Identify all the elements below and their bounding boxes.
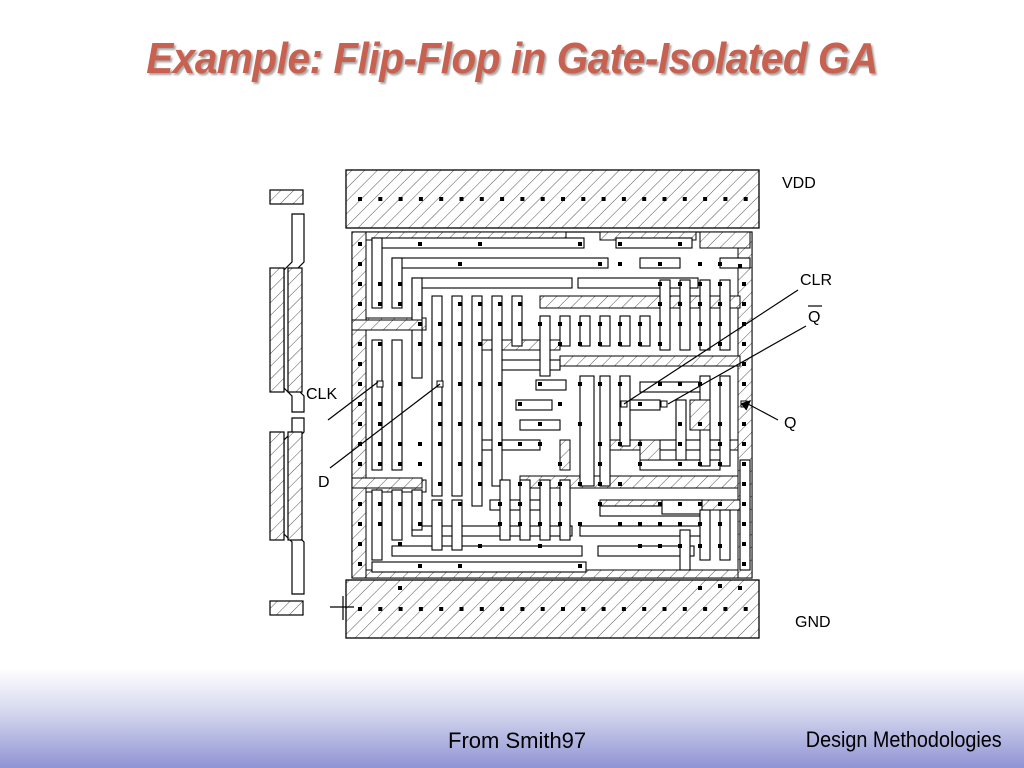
footer-course-title: Design Methodologies [806, 727, 1002, 752]
routing-core [351, 231, 753, 590]
footer-gradient-band [0, 668, 1024, 768]
vdd-rail [345, 169, 760, 229]
crosshair-mark [330, 596, 354, 620]
slide-title: Example: Flip-Flop in Gate-Isolated GA [146, 34, 878, 83]
gnd-label: GND [795, 614, 831, 631]
d-label: D [318, 474, 330, 491]
clr-label: CLR [800, 272, 832, 289]
left-gate-strip [269, 189, 305, 616]
gnd-rail [345, 579, 760, 639]
q-label: Q [784, 415, 796, 432]
clk-label: CLK [306, 386, 337, 403]
flip-flop-layout-diagram: VDD CLR Q Q CLK D GND [269, 169, 832, 639]
pin-pointer-lines [327, 289, 807, 469]
footer-source-citation: From Smith97 [448, 728, 587, 753]
vdd-label: VDD [782, 175, 816, 192]
qbar-label: Q [808, 309, 820, 326]
